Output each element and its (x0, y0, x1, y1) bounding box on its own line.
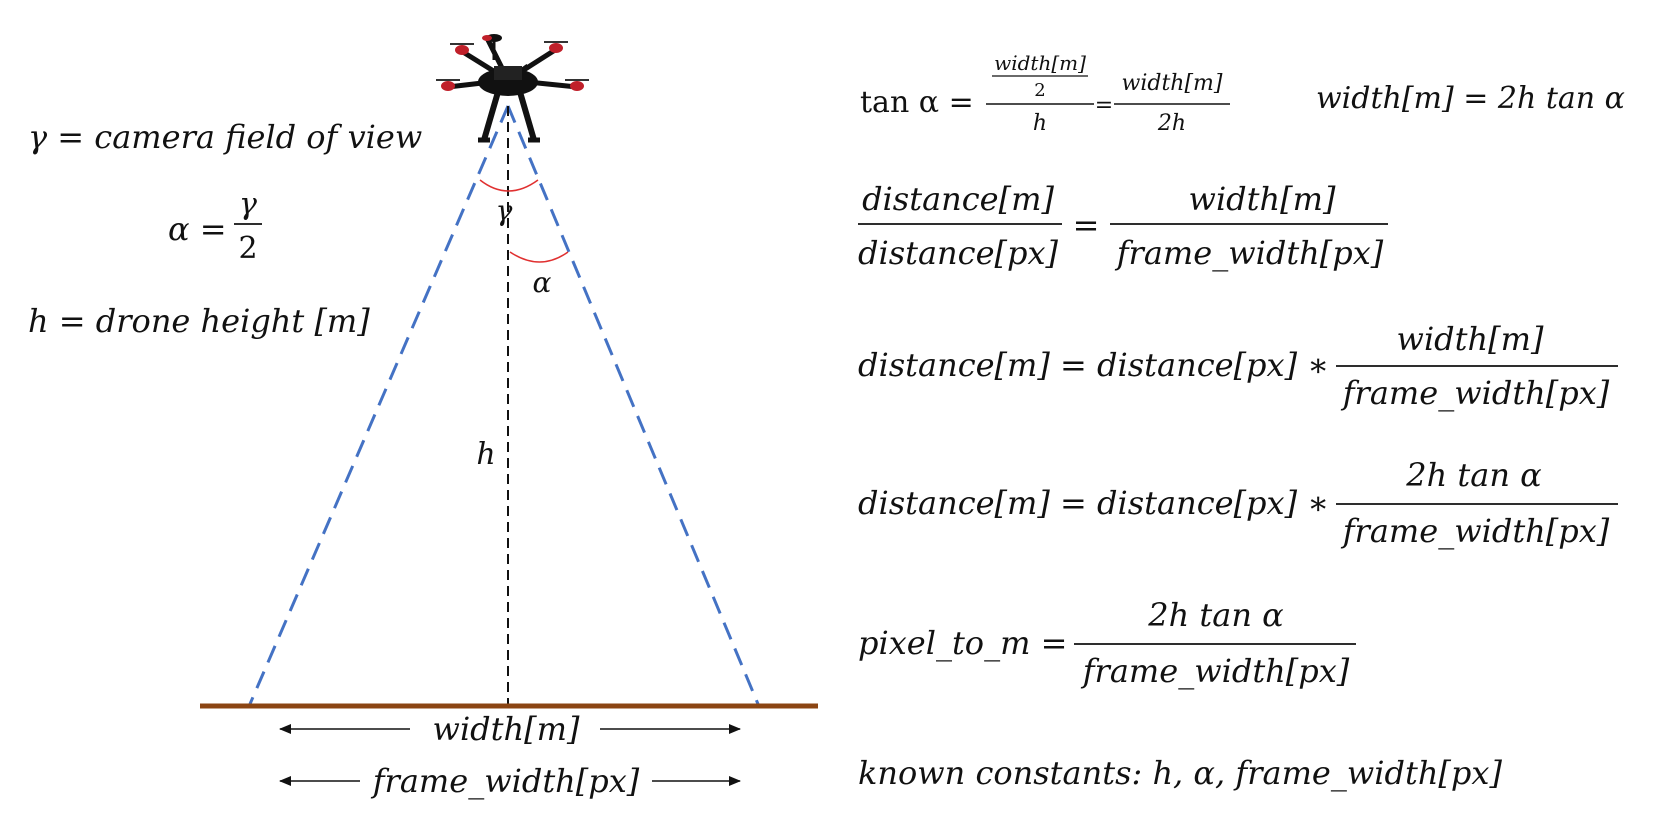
gamma-definition: γ = camera field of view (28, 118, 422, 156)
equation-1b: width[m] = 2h tan α (1316, 81, 1625, 116)
legend: γ = camera field of view α = γ 2 h = dro… (28, 118, 422, 340)
eq1-inner-denominator: 2 (1034, 80, 1045, 101)
eq2-left-numerator: distance[m] (862, 180, 1054, 218)
eq2-right-numerator: width[m] (1189, 180, 1336, 218)
eq4-numerator: 2h tan α (1405, 456, 1541, 494)
eq3-numerator: width[m] (1397, 320, 1544, 358)
eq1-outer-denominator: h (1033, 111, 1047, 136)
equation-5: pixel_to_m = 2h tan α frame_width[px] (858, 596, 1356, 690)
gamma-label: γ (496, 194, 513, 227)
eq5-numerator: 2h tan α (1147, 596, 1283, 634)
equation-2: distance[m] distance[px] = width[m] fram… (858, 180, 1388, 272)
eq4-denominator: frame_width[px] (1341, 512, 1610, 550)
fov-left-line (248, 105, 510, 705)
eq1-equals: = (1095, 93, 1113, 118)
eq5-denominator: frame_width[px] (1081, 652, 1350, 690)
width-label: width[m] (433, 710, 580, 748)
eq1-numerator-2: width[m] (1122, 71, 1223, 96)
alpha-label: α (533, 266, 552, 299)
equation-3: distance[m] = distance[px] ∗ width[m] fr… (858, 320, 1618, 412)
eq1-denominator-2: 2h (1157, 111, 1186, 136)
frame-width-dimension: frame_width[px] (279, 762, 741, 800)
frame-width-label: frame_width[px] (371, 762, 640, 800)
alpha-numerator: γ (239, 187, 257, 222)
eq2-right-denominator: frame_width[px] (1115, 234, 1384, 272)
eq3-lhs: distance[m] = distance[px] ∗ (858, 346, 1329, 384)
equation-4: distance[m] = distance[px] ∗ 2h tan α fr… (858, 456, 1618, 550)
drone-icon (436, 34, 589, 143)
height-definition: h = drone height [m] (28, 302, 370, 340)
equation-6-known-constants: known constants: h, α, frame_width[px] (858, 754, 1502, 792)
fov-right-line (506, 105, 760, 705)
eq4-lhs: distance[m] = distance[px] ∗ (858, 484, 1329, 522)
eq1-inner-numerator: width[m] (994, 51, 1086, 75)
width-dimension: width[m] (279, 710, 741, 748)
eq1-lhs: tan α = (860, 85, 974, 120)
eq2-left-denominator: distance[px] (858, 234, 1059, 272)
alpha-denominator: 2 (238, 231, 257, 266)
eq2-equals: = (1073, 206, 1100, 244)
eq3-denominator: frame_width[px] (1341, 374, 1610, 412)
eq5-lhs: pixel_to_m = (858, 624, 1067, 662)
alpha-definition: α = γ 2 (168, 187, 262, 266)
field-of-view-lines (248, 105, 760, 705)
gamma-arc (479, 179, 539, 192)
alpha-lhs: α = (168, 210, 227, 248)
alpha-arc (509, 251, 569, 263)
h-label: h (476, 437, 495, 472)
equation-1: tan α = width[m] 2 h = width[m] 2h (860, 51, 1230, 136)
